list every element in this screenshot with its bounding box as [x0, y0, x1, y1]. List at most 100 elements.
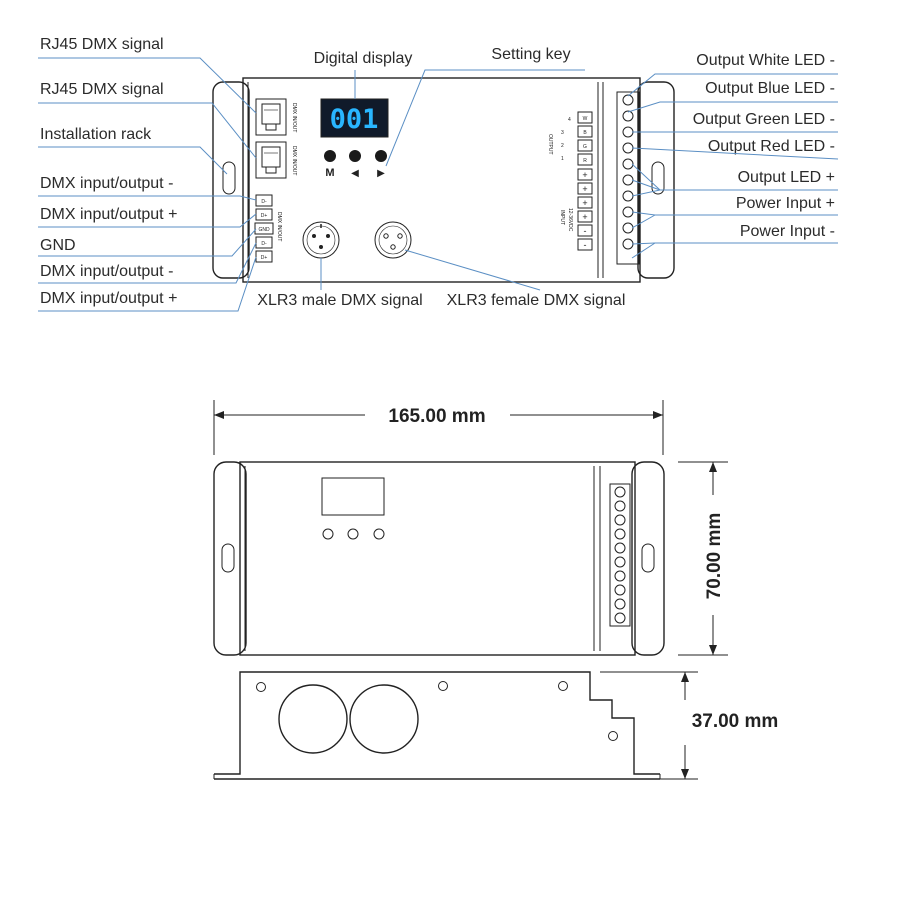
output-color-w: W: [583, 116, 588, 122]
label-output-led-plus: Output LED +: [738, 169, 835, 186]
output-plus-markers: + + + +: [577, 168, 593, 223]
label-setting-key: Setting key: [491, 46, 570, 63]
dim-right-slot: [641, 543, 655, 573]
input-sign-markers: - -: [577, 224, 593, 251]
right-rack-slot: [651, 161, 665, 195]
rj45-caption-2: DMX IN/OUT: [291, 146, 297, 175]
dimension-front-view: 165.00 mm: [213, 400, 728, 656]
side-mount-hole: [256, 682, 266, 692]
dim-main-body: [239, 461, 636, 656]
display-value: 001: [330, 104, 379, 135]
label-xlr-female: XLR3 female DMX signal: [447, 292, 626, 309]
top-view-device: DMX IN/OUT DMX IN/OUT D- D+ GND D- D+ DM…: [212, 77, 675, 283]
label-output-white: Output White LED -: [696, 52, 835, 69]
callout-labels: RJ45 DMX signal RJ45 DMX signal Installa…: [38, 36, 839, 312]
main-body: [242, 77, 641, 283]
key-right-button[interactable]: [375, 150, 387, 162]
label-dmx-plus-1: DMX input/output +: [40, 206, 177, 223]
side-xlr-opening-2: [349, 684, 419, 754]
xlr-female-connector: [374, 221, 412, 259]
label-output-blue: Output Blue LED -: [705, 80, 835, 97]
label-power-input-minus: Power Input -: [740, 223, 835, 240]
xlr-male-connector: [302, 221, 340, 259]
label-rj45-1: RJ45 DMX signal: [40, 36, 164, 53]
right-mounting-flange: [637, 81, 675, 279]
input-voltage: 12-36VDC: [567, 208, 573, 232]
terminal-screw: [622, 190, 634, 202]
label-dmx-plus-2: DMX input/output +: [40, 290, 177, 307]
dim-key: [347, 528, 359, 540]
terminal-screw: [622, 174, 634, 186]
dim-terminal-screws: [614, 486, 626, 624]
key-left-button[interactable]: [349, 150, 361, 162]
output-color-markers: W B G R: [577, 111, 593, 166]
side-terminal-caption: DMX IN/OUT: [276, 212, 282, 241]
key-label-left: ◀: [351, 168, 359, 179]
label-output-red: Output Red LED -: [708, 138, 835, 155]
output-sign-2: +: [582, 198, 587, 208]
label-dmx-minus-1: DMX input/output -: [40, 175, 173, 192]
output-sign-0: +: [582, 170, 587, 180]
terminal-screw: [622, 222, 634, 234]
terminal-screw: [622, 158, 634, 170]
side-terminal-3: D-: [261, 241, 267, 247]
dimension-height: 70.00 mm: [704, 513, 725, 600]
rj45-port-1: DMX IN/OUT: [255, 98, 297, 136]
label-dmx-minus-2: DMX input/output -: [40, 263, 173, 280]
output-caption: OUTPUT: [547, 134, 553, 155]
input-sign-0: -: [584, 226, 587, 236]
label-gnd: GND: [40, 237, 76, 254]
dim-display-window: [321, 477, 385, 516]
side-terminal-2: GND: [258, 227, 270, 233]
side-terminal-4: D+: [261, 255, 268, 261]
output-color-r: R: [583, 158, 587, 164]
dim-left-slot: [221, 543, 235, 573]
dim-terminal-strip: [609, 483, 631, 627]
output-sign-3: +: [582, 212, 587, 222]
right-terminal-strip: [616, 91, 640, 265]
output-color-b: B: [583, 130, 587, 136]
side-terminal-block: D- D+ GND D- D+ DMX IN/OUT: [254, 194, 282, 263]
terminal-screw: [622, 126, 634, 138]
dim-right-flange: [631, 461, 665, 656]
left-mounting-flange: [212, 81, 250, 279]
input-caption: INPUT: [559, 210, 565, 225]
dimension-side-view: 37.00 mm: [213, 671, 779, 780]
input-sign-1: -: [584, 240, 587, 250]
key-label-right: ▶: [377, 168, 385, 179]
label-rj45-2: RJ45 DMX signal: [40, 81, 164, 98]
side-mount-hole: [608, 731, 618, 741]
terminal-screw: [622, 142, 634, 154]
label-output-green: Output Green LED -: [693, 111, 835, 128]
output-channel-4: 4: [568, 117, 571, 123]
output-channel-2: 2: [561, 143, 564, 149]
dim-key: [373, 528, 385, 540]
label-digital-display: Digital display: [314, 50, 413, 67]
digital-display: [320, 98, 389, 138]
output-color-g: G: [583, 144, 587, 150]
left-rack-slot: [222, 161, 236, 195]
side-terminal-1: D+: [261, 213, 268, 219]
side-mount-hole: [438, 681, 448, 691]
side-xlr-opening-1: [278, 684, 348, 754]
terminal-screw: [622, 94, 634, 106]
output-channel-1: 1: [561, 156, 564, 162]
dim-left-flange: [213, 461, 247, 656]
terminal-screw: [622, 206, 634, 218]
label-xlr-male: XLR3 male DMX signal: [257, 292, 422, 309]
output-channel-3: 3: [561, 130, 564, 136]
key-label-m: M: [325, 167, 334, 179]
dimension-width: 165.00 mm: [388, 406, 485, 427]
terminal-screw: [622, 238, 634, 250]
rj45-caption-1: DMX IN/OUT: [291, 103, 297, 132]
output-sign-1: +: [582, 184, 587, 194]
dimension-depth: 37.00 mm: [692, 711, 779, 732]
key-m-button[interactable]: [324, 150, 336, 162]
label-installation-rack: Installation rack: [40, 126, 152, 143]
side-mount-hole: [558, 681, 568, 691]
side-terminal-0: D-: [261, 199, 267, 205]
dim-key: [322, 528, 334, 540]
terminal-screw: [622, 110, 634, 122]
